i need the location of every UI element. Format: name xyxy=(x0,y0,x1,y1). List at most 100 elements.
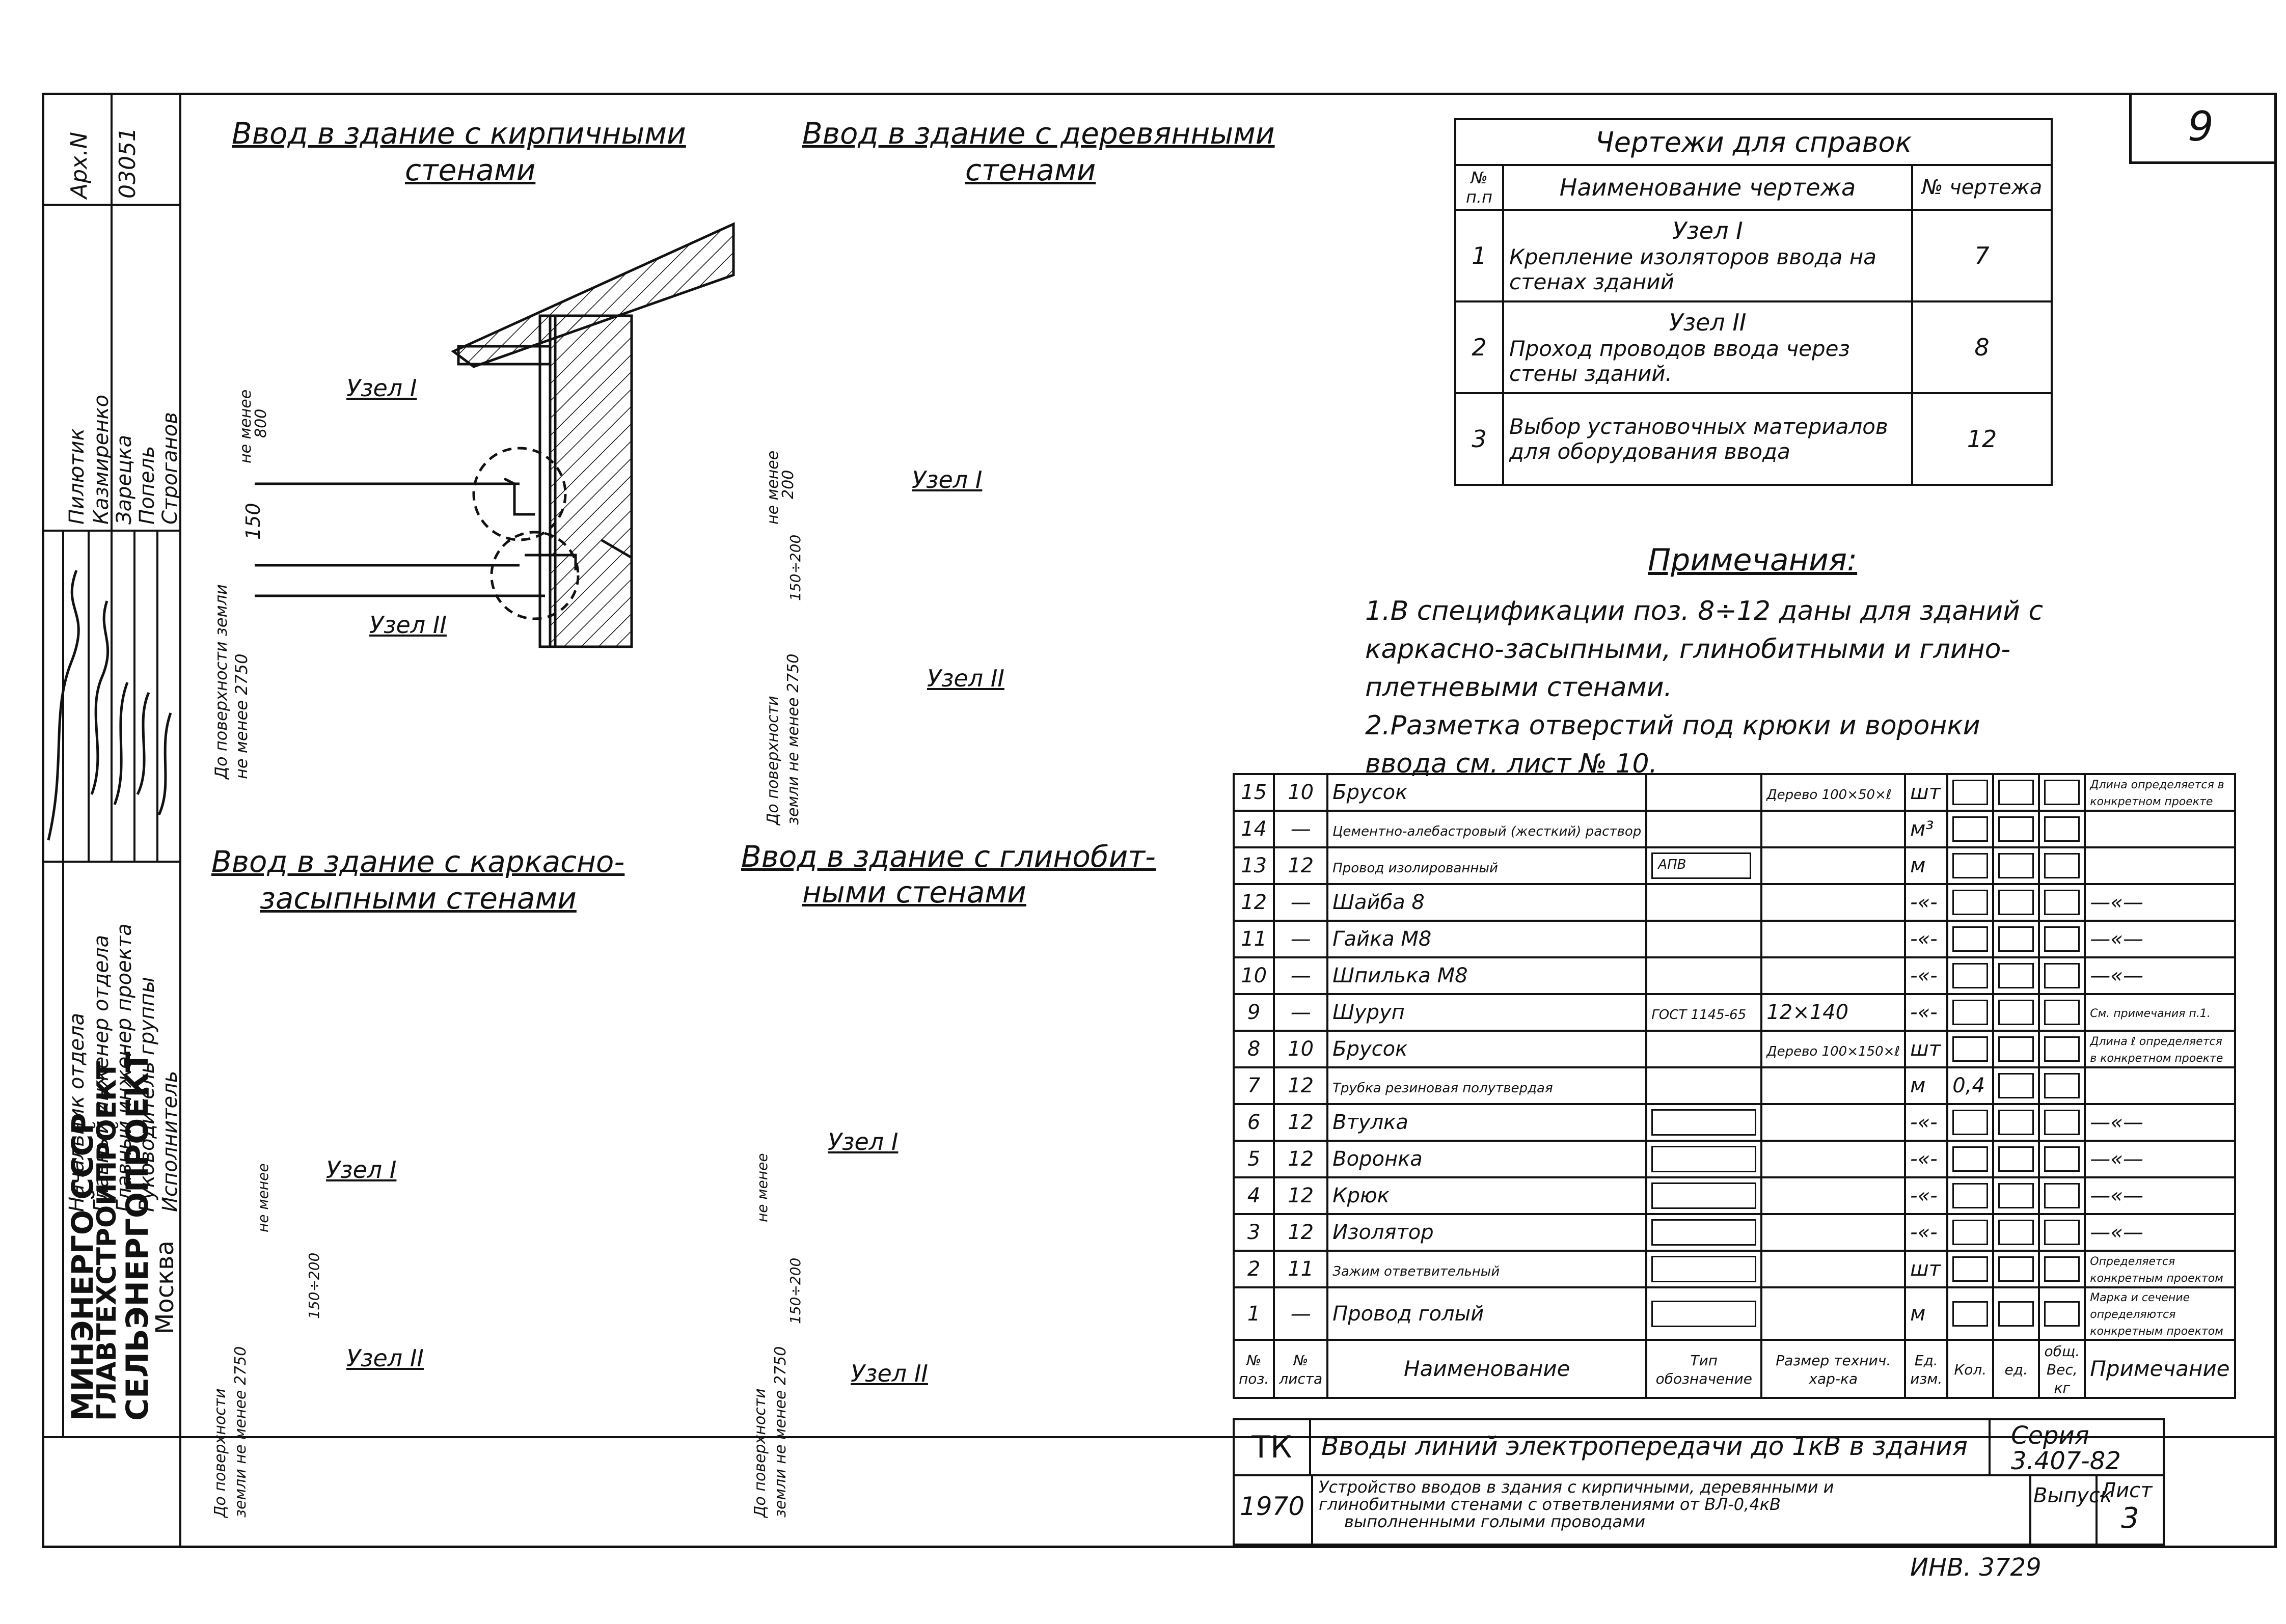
spec-sheet: — xyxy=(1273,1286,1329,1341)
dim-label: не менее xyxy=(255,1163,271,1232)
spec-header-text: № поз. xyxy=(1239,1352,1269,1387)
spec-total-weight-box xyxy=(2044,853,2080,878)
spec-unit-text: шт xyxy=(1910,781,1941,804)
spec-size xyxy=(1760,1250,1907,1288)
spec-size xyxy=(1760,883,1907,922)
notes-title: Примечания: xyxy=(1648,542,1858,578)
ref-row-desc: Выбор установочных материалов для оборуд… xyxy=(1509,414,1888,464)
spec-size-text: Дерево 100×50×ℓ xyxy=(1766,787,1892,803)
note-line: каркасно-засыпными, глинобитными и глино… xyxy=(1365,634,2011,665)
spec-note: —«— xyxy=(2084,883,2236,922)
spec-sheet-text: 12 xyxy=(1288,1184,1314,1207)
spec-unit-weight-box xyxy=(1998,1000,2034,1025)
spec-type: АПВ xyxy=(1645,846,1763,885)
spec-name-text: Воронка xyxy=(1332,1147,1423,1171)
spec-unit-text: м xyxy=(1910,1302,1926,1326)
ref-row-n: 1 xyxy=(1454,209,1504,302)
spec-sheet-text: — xyxy=(1290,1302,1311,1326)
spec-note: —«— xyxy=(2084,1213,2236,1252)
ref-row-desc: Проход проводов ввода через стены зданий… xyxy=(1509,336,1850,386)
spec-pos-text: 3 xyxy=(1247,1221,1261,1244)
spec-qty xyxy=(1946,920,1995,958)
spec-unit: м³ xyxy=(1904,810,1949,848)
spec-type-box xyxy=(1651,1300,1757,1327)
spec-row: 14—Цементно-алебастровый (жесткий) раств… xyxy=(1232,810,2236,848)
binding-strip-edge xyxy=(179,93,181,1548)
spec-pos: 12 xyxy=(1232,883,1275,922)
spec-size xyxy=(1760,810,1907,848)
spec-qty xyxy=(1946,1140,1995,1178)
spec-header: № листа xyxy=(1273,1339,1329,1399)
spec-name-text: Провод изолированный xyxy=(1332,861,1498,876)
spec-header: Размер технич. хар-ка xyxy=(1760,1339,1907,1399)
ref-header: № п.п xyxy=(1454,164,1504,211)
spec-sheet-text: 10 xyxy=(1288,781,1314,804)
spec-name: Зажим ответвительный xyxy=(1326,1250,1648,1288)
brick-drawing-title: стенами xyxy=(405,153,536,187)
spec-name: Трубка резиновая полутвердая xyxy=(1326,1066,1648,1105)
spec-name: Брусок xyxy=(1326,773,1648,812)
spec-note xyxy=(2084,1066,2236,1105)
spec-note-text: —«— xyxy=(2090,1221,2143,1244)
spec-pos-text: 14 xyxy=(1241,817,1267,841)
spec-pos-text: 7 xyxy=(1247,1074,1261,1097)
spec-sheet: 11 xyxy=(1273,1250,1329,1288)
spec-name-text: Цементно-алебастровый (жесткий) раствор xyxy=(1332,824,1642,839)
spec-pos: 8 xyxy=(1232,1030,1275,1068)
spec-unit-weight-box xyxy=(1998,853,2034,878)
spec-unit: м xyxy=(1904,1066,1949,1105)
spec-type-box xyxy=(1651,1182,1757,1209)
spec-qty xyxy=(1946,1286,1995,1341)
spec-note xyxy=(2084,846,2236,885)
spec-size xyxy=(1760,1103,1907,1142)
spec-sheet: 12 xyxy=(1273,1213,1329,1252)
spec-note-text: —«— xyxy=(2090,927,2143,951)
spec-type-box xyxy=(1651,1256,1757,1282)
spec-unit: шт xyxy=(1904,773,1949,812)
spec-note-text: Длина ℓ определяется в конкретном проект… xyxy=(2090,1035,2223,1065)
spec-row: 11—Гайка М8-«-—«— xyxy=(1232,920,2236,958)
spec-qty xyxy=(1946,1176,1995,1215)
ref-row-n: 3 xyxy=(1454,392,1504,486)
spec-qty-text: 0,4 xyxy=(1952,1074,1985,1097)
spec-header-text: Примечание xyxy=(2090,1356,2230,1381)
spec-unit-weight-box xyxy=(1998,1183,2034,1208)
spec-unit-weight xyxy=(1992,993,2040,1032)
spec-name: Крюк xyxy=(1326,1176,1648,1215)
spec-total-weight xyxy=(2038,956,2086,995)
spec-type xyxy=(1645,1213,1763,1252)
spec-unit-weight-box xyxy=(1998,926,2034,952)
ref-row-n: 2 xyxy=(1454,300,1504,394)
spec-size xyxy=(1760,920,1907,958)
spec-note-text: —«— xyxy=(2090,1147,2143,1171)
spec-qty xyxy=(1946,846,1995,885)
spec-qty xyxy=(1946,810,1995,848)
spec-note: Длина ℓ определяется в конкретном проект… xyxy=(2084,1030,2236,1068)
spec-qty xyxy=(1946,1213,1995,1252)
spec-total-weight xyxy=(2038,810,2086,848)
spec-qty-box xyxy=(1952,816,1989,842)
spec-note: —«— xyxy=(2084,956,2236,995)
spec-qty xyxy=(1946,993,1995,1032)
spec-name-text: Трубка резиновая полутвердая xyxy=(1332,1081,1553,1096)
spec-pos: 14 xyxy=(1232,810,1275,848)
spec-sheet-text: 12 xyxy=(1288,1111,1314,1134)
spec-pos: 3 xyxy=(1232,1213,1275,1252)
spec-sheet: 12 xyxy=(1273,1066,1329,1105)
spec-unit-weight xyxy=(1992,1030,2040,1068)
spec-total-weight xyxy=(2038,1213,2086,1252)
spec-pos-text: 10 xyxy=(1241,964,1267,987)
title-col xyxy=(1311,1474,1313,1546)
spec-unit-weight xyxy=(1992,1066,2040,1105)
spec-note-text: См. примечания п.1. xyxy=(2090,1007,2211,1020)
spec-total-weight-box xyxy=(2044,1183,2080,1208)
spec-name-text: Зажим ответвительный xyxy=(1332,1264,1500,1279)
sheet-number-box: 9 xyxy=(2129,93,2277,164)
spec-pos: 9 xyxy=(1232,993,1275,1032)
ref-row-name: Выбор установочных материалов для оборуд… xyxy=(1502,392,1913,486)
spec-header-text: Тип обозначение xyxy=(1655,1352,1752,1387)
spec-sheet: — xyxy=(1273,810,1329,848)
